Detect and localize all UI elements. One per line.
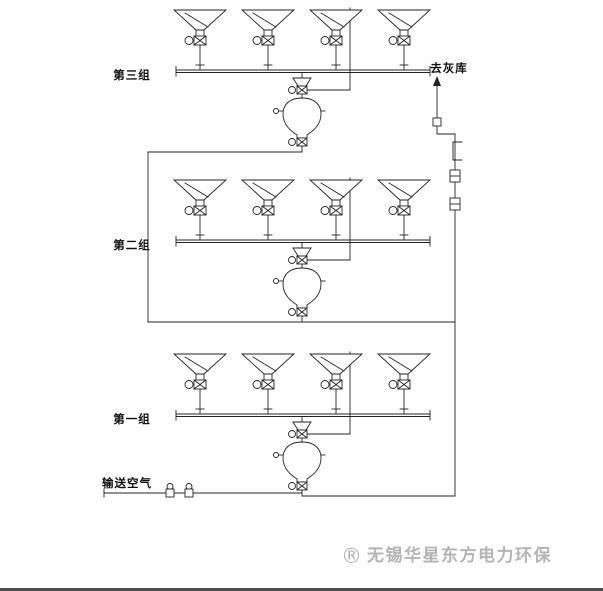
- group-1-label: 第一组: [113, 412, 151, 426]
- pipe-bracket: [452, 141, 463, 161]
- hopper-unit: [241, 353, 295, 415]
- silo-feed-pipe: [436, 83, 456, 135]
- vent-line: [306, 351, 351, 435]
- collection-header: [175, 410, 431, 421]
- hopper-unit: [309, 353, 363, 415]
- vent-line: [306, 7, 351, 91]
- group-1: 第一组: [113, 351, 431, 497]
- group-3: 第三组: [113, 7, 431, 153]
- hopper-unit: [309, 9, 363, 71]
- pipe-coupling: [449, 197, 461, 211]
- registered-mark-icon: ®: [341, 544, 362, 568]
- group-2: 第二组: [113, 177, 431, 323]
- conveying-lines: 去灰库: [147, 61, 468, 497]
- collection-header: [175, 66, 431, 77]
- pipe-coupling: [449, 169, 461, 183]
- pipe-fitting: [432, 117, 442, 127]
- group-3-discharge-pipe: [147, 151, 303, 323]
- group-3-label: 第三组: [113, 68, 151, 82]
- air-valve: [165, 488, 175, 498]
- hopper-unit: [241, 9, 295, 71]
- vent-line: [306, 177, 351, 261]
- hopper-unit: [309, 179, 363, 241]
- hopper-unit: [173, 9, 227, 71]
- to-ash-silo-label: 去灰库: [430, 61, 468, 75]
- collection-header: [175, 236, 431, 247]
- blow-tank: [273, 77, 326, 153]
- hopper-unit: [377, 353, 431, 415]
- air-valve: [184, 488, 194, 498]
- bottom-border: [0, 588, 603, 591]
- hopper-unit: [173, 179, 227, 241]
- hopper-unit: [241, 179, 295, 241]
- blow-tank: [273, 421, 326, 497]
- air-supply-line: 输送空气: [102, 476, 303, 498]
- group-2-label: 第二组: [113, 238, 151, 252]
- hopper-unit: [377, 9, 431, 71]
- watermark: ® 无锡华星东方电力环保: [341, 546, 552, 567]
- blow-tank: [273, 247, 326, 323]
- hopper-unit: [377, 179, 431, 241]
- flow-arrow-icon: [433, 76, 441, 86]
- watermark-text: 无锡华星东方电力环保: [367, 546, 552, 566]
- conveying-air-label: 输送空气: [102, 476, 152, 490]
- hopper-unit: [173, 353, 227, 415]
